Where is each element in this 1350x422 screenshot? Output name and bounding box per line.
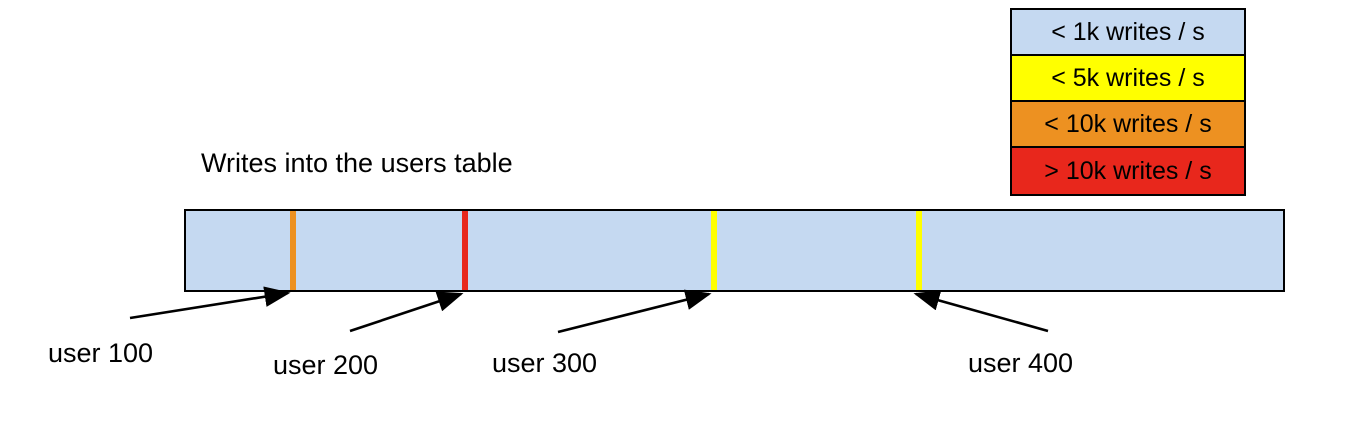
bar-marker-user-200: [462, 211, 468, 290]
arrow-user-100: [129, 286, 291, 320]
legend-label: > 10k writes / s: [1044, 156, 1212, 185]
bar-marker-user-100: [290, 211, 296, 290]
chart-title: Writes into the users table: [201, 148, 513, 178]
label-user-100: user 100: [48, 338, 154, 368]
arrow-user-300: [557, 289, 712, 334]
legend-row-gt-10k: > 10k writes / s: [1012, 148, 1244, 194]
label-user-400: user 400: [968, 348, 1074, 378]
label-user-200: user 200: [273, 350, 379, 380]
label-user-300: user 300: [492, 348, 598, 378]
legend: < 1k writes / s < 5k writes / s < 10k wr…: [1010, 8, 1246, 196]
legend-label: < 5k writes / s: [1051, 63, 1205, 92]
bar-fill: [186, 211, 1283, 290]
bar-marker-user-300: [711, 211, 717, 290]
legend-row-lt-5k: < 5k writes / s: [1012, 56, 1244, 102]
arrow-user-400: [913, 290, 1049, 333]
legend-label: < 1k writes / s: [1051, 17, 1205, 46]
legend-label: < 10k writes / s: [1044, 109, 1212, 138]
arrow-user-200: [349, 291, 464, 333]
users-table-bar: [184, 209, 1285, 292]
legend-row-lt-10k: < 10k writes / s: [1012, 102, 1244, 148]
bar-marker-user-400: [916, 211, 922, 290]
legend-row-lt-1k: < 1k writes / s: [1012, 10, 1244, 56]
